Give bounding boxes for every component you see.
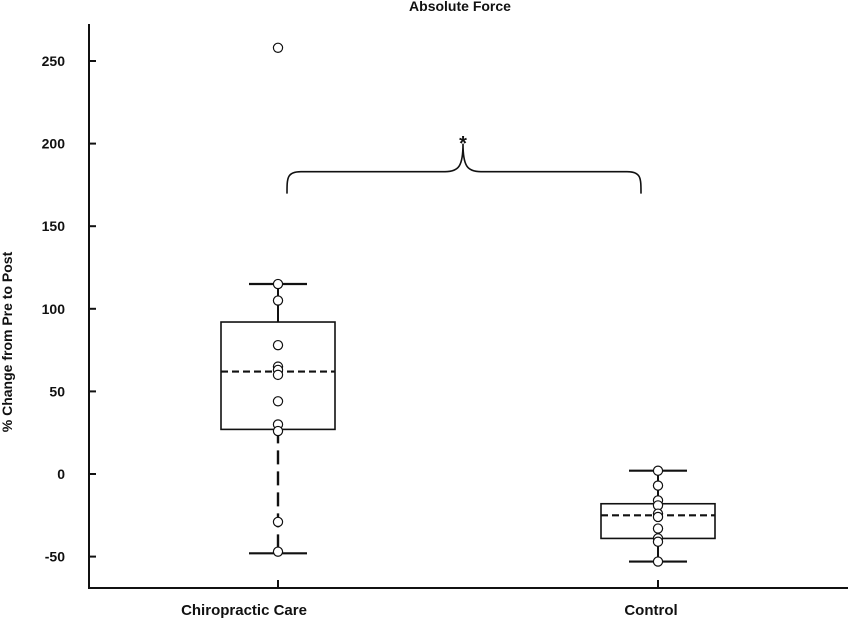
data-point bbox=[272, 396, 284, 407]
y-tick-label: 50 bbox=[49, 383, 65, 399]
data-point bbox=[652, 556, 664, 567]
data-point bbox=[272, 546, 284, 557]
significance-asterisk: * bbox=[459, 133, 467, 155]
significance-brace bbox=[286, 143, 642, 194]
y-tick-label: 0 bbox=[57, 466, 65, 482]
y-axis-label: % Change from Pre to Post bbox=[0, 251, 15, 432]
y-tick-label: -50 bbox=[45, 549, 65, 565]
data-point bbox=[652, 523, 664, 534]
data-point bbox=[272, 425, 284, 437]
data-point bbox=[272, 369, 284, 381]
data-point bbox=[652, 511, 664, 523]
box-group-chiropractic-care bbox=[220, 42, 336, 557]
category-label-control: Control bbox=[624, 602, 677, 619]
data-point bbox=[272, 278, 284, 290]
y-tick-label: 200 bbox=[42, 136, 66, 152]
data-point bbox=[652, 480, 664, 491]
data-point bbox=[272, 339, 284, 351]
x-ticks-group bbox=[277, 580, 659, 588]
y-tick-label: 100 bbox=[42, 301, 66, 317]
chart-title: Absolute Force bbox=[409, 0, 511, 14]
data-point bbox=[652, 536, 664, 547]
data-point bbox=[272, 295, 284, 306]
y-tick-label: 150 bbox=[42, 218, 66, 234]
y-tick-label: 250 bbox=[42, 53, 66, 69]
data-point bbox=[272, 42, 284, 53]
y-ticks-group: 250 200 150 100 50 0 -50 bbox=[42, 53, 96, 565]
category-label-chiropractic-care: Chiropractic Care bbox=[181, 602, 307, 619]
boxes-group bbox=[220, 42, 716, 567]
box-group-control bbox=[600, 465, 716, 567]
data-point bbox=[272, 516, 284, 528]
data-point bbox=[652, 465, 664, 476]
